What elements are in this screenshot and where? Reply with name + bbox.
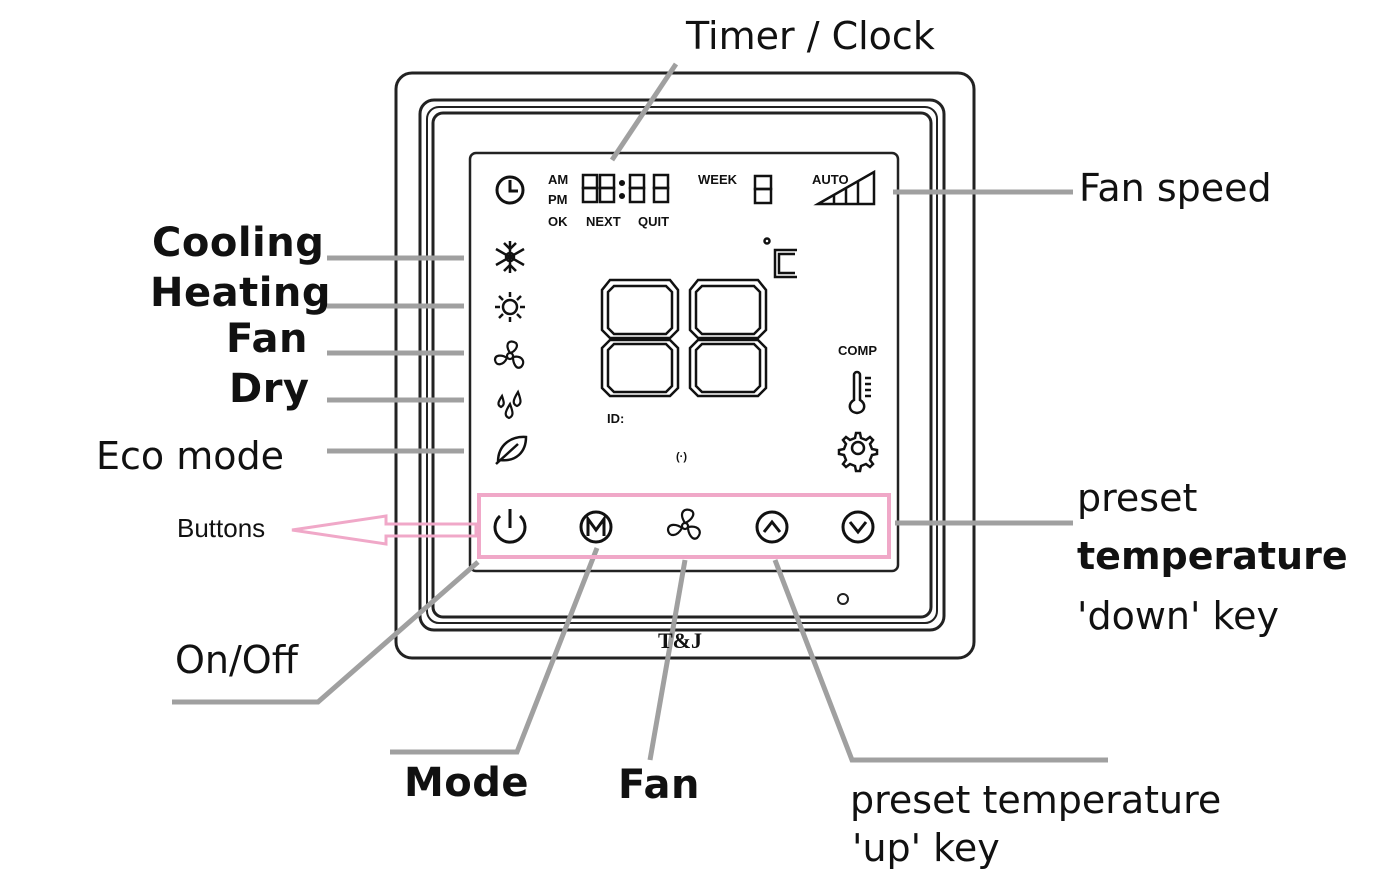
mode-icon [579,510,613,544]
buttons-arrow [291,514,478,546]
label-eco-mode: Eco mode [96,434,284,478]
snowflake-icon [495,241,525,273]
leaf-icon [495,435,528,465]
lcd-panel [468,151,900,573]
lcd-ok: OK [548,214,568,229]
device-bezel-2 [426,106,938,624]
fan-button-icon [666,508,701,540]
clock-icon [495,175,525,205]
lcd-comp: COMP [838,343,877,358]
label-preset-down-1: preset [1077,476,1198,520]
label-fan-mode: Fan [226,316,308,362]
leader-onoff [172,560,480,705]
indicator-light [837,593,849,605]
lcd-next: NEXT [586,214,621,229]
chevron-down-icon [841,510,875,544]
time-digits [581,173,670,204]
lcd-pm: PM [548,192,568,207]
lcd-week: WEEK [698,172,737,187]
chevron-up-icon [755,510,789,544]
label-buttons: Buttons [177,513,266,543]
lcd-auto: AUTO [812,172,849,187]
power-icon [493,509,527,544]
week-digit [753,174,773,205]
fan-icon [493,340,525,369]
label-fan-button: Fan [618,762,700,808]
lcd-signal: (·) [676,451,687,463]
leader-timer [609,62,679,162]
fan-speed-bars [813,169,876,206]
celsius-symbol [763,237,797,279]
label-fan-speed: Fan speed [1079,166,1272,210]
label-dry: Dry [229,366,310,412]
device-outer-frame [394,71,976,660]
label-preset-down-3: 'down' key [1077,594,1280,638]
gear-icon [837,431,879,473]
label-on-off: On/Off [175,638,298,682]
device-bezel-3 [431,111,933,619]
lcd-am: AM [548,172,569,187]
label-heating: Heating [150,270,332,316]
buttons-highlight-box [477,493,891,559]
lcd-quit: QUIT [638,214,670,229]
leader-mode [390,547,600,755]
label-preset-up-2: 'up' key [852,826,1000,870]
label-timer-clock: Timer / Clock [686,14,935,58]
leader-fan-btn [647,559,688,761]
label-cooling: Cooling [152,220,325,266]
brand-logo: T&J [658,628,702,653]
leader-up [772,559,1108,763]
label-preset-up-1: preset temperature [850,778,1222,822]
temperature-digits [600,278,768,398]
thermometer-icon [848,370,871,415]
drops-icon [497,389,522,420]
label-mode: Mode [404,760,530,806]
label-preset-down-2: temperature [1077,534,1348,578]
device-bezel-1 [418,98,946,632]
lcd-id: ID: [607,411,625,426]
sun-icon [495,292,525,322]
